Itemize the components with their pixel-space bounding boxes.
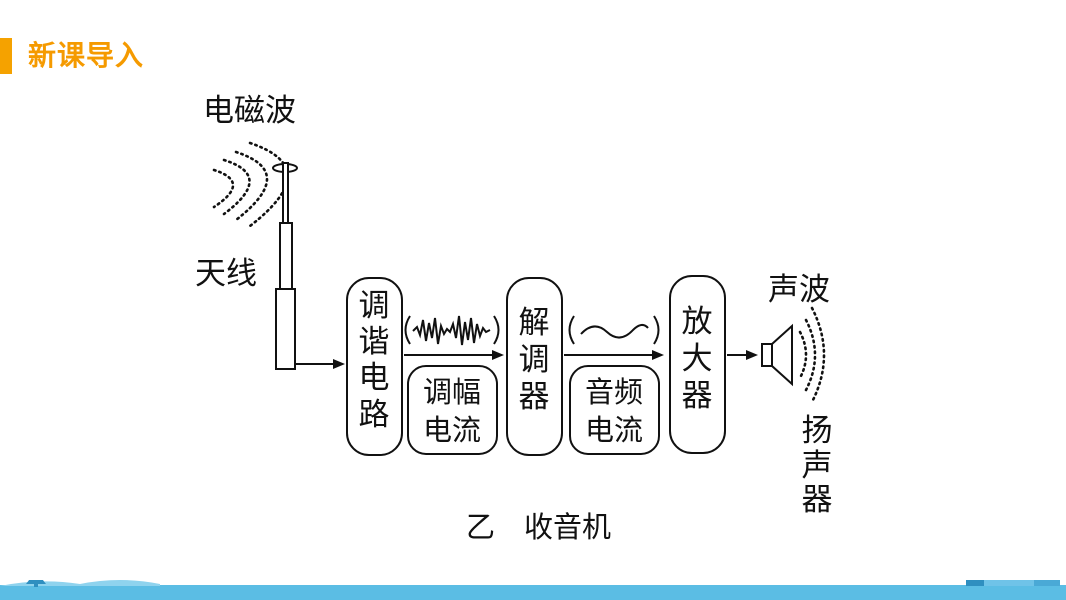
em-wave-label: 电磁波: [203, 93, 296, 129]
footer-band: [0, 580, 1066, 600]
antenna-icon: [272, 162, 298, 370]
building-icon: [966, 580, 1060, 586]
slide-title: 新课导入: [28, 39, 145, 72]
antenna-label: 天线: [195, 256, 257, 292]
arrow-demodulator-to-amplifier: [564, 350, 664, 360]
audio-signal-icon: [568, 315, 660, 345]
am-current-line: 电流: [423, 413, 481, 447]
speaker-char: 扬: [802, 413, 833, 449]
amplifier-box: [669, 275, 726, 454]
amplifier-char: 放: [682, 304, 713, 340]
title-accent-bar: [0, 38, 12, 74]
tuning-char: 电: [359, 360, 390, 396]
tuning-circuit-label: 调 谐 电 路: [359, 288, 390, 433]
demodulator-char: 器: [519, 379, 550, 415]
arrow-amplifier-to-speaker: [727, 350, 758, 360]
amplifier-char: 大: [682, 341, 713, 377]
tuning-circuit-box: [346, 277, 403, 456]
sound-wave-arcs: [798, 306, 826, 404]
demodulator-label: 解 调 器: [519, 305, 550, 415]
demodulator-char: 解: [519, 305, 550, 341]
speaker-char: 声: [802, 448, 833, 484]
tuning-char: 调: [359, 288, 390, 324]
arrow-antenna-to-tuner: [295, 359, 345, 369]
am-current-line: 调幅: [423, 375, 481, 409]
speaker-icon: [761, 323, 793, 387]
speaker-char: 器: [802, 482, 833, 518]
speaker-label: 扬 声 器: [802, 413, 833, 518]
audio-current-line: 音频: [585, 375, 643, 409]
audio-current-line: 电流: [585, 413, 643, 447]
arrow-tuner-to-demodulator: [404, 350, 504, 360]
tuning-char: 路: [359, 397, 390, 433]
sound-wave-label: 声波: [768, 272, 830, 308]
tree-icon: [26, 580, 46, 587]
em-wave-arcs: [212, 141, 289, 228]
demodulator-char: 调: [519, 342, 550, 378]
audio-current-box: [569, 365, 660, 455]
am-current-box: [407, 365, 498, 455]
am-signal-icon: [404, 315, 500, 346]
demodulator-box: [506, 277, 563, 456]
amplifier-label: 放 大 器: [682, 304, 713, 414]
diagram-caption: 乙 收音机: [466, 510, 611, 544]
amplifier-char: 器: [682, 378, 713, 414]
tuning-char: 谐: [359, 324, 390, 360]
